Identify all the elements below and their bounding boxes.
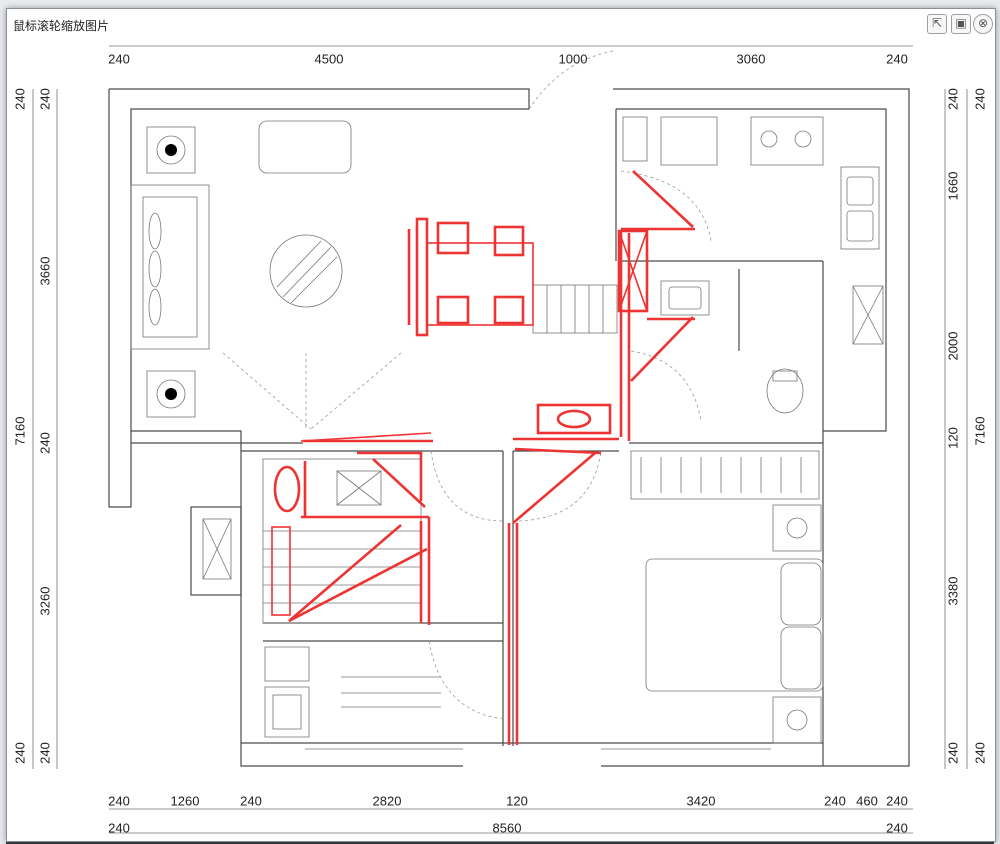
floor-plan-drawing: 240 4500 1000 3060 240 240 1260 240 2820 120 3420 2…	[12, 45, 987, 835]
dim-bottom-label: 240	[824, 793, 846, 808]
dim-bottom-label: 3420	[687, 793, 716, 808]
dim-top-label: 3060	[737, 51, 766, 66]
dim-bottom-label: 460	[856, 793, 878, 808]
popout-icon[interactable]: ⇱	[927, 14, 947, 34]
dim-right-total-label: 240	[972, 742, 987, 764]
dim-right-label: 120	[945, 427, 960, 449]
dim-bottom-label: 240	[886, 793, 908, 808]
door-swings	[222, 50, 712, 720]
dim-top-label: 4500	[315, 51, 344, 66]
close-icon[interactable]: ⊗	[973, 14, 993, 34]
dim-left-label: 3660	[37, 257, 52, 286]
dim-total-label: 240	[108, 820, 130, 835]
dim-bottom-label: 1260	[171, 793, 200, 808]
image-viewer-window: 鼠标滚轮缩放图片 ⇱ ▣ ⊗ 240 4500 1000 3060 240 240 1260…	[6, 8, 996, 842]
dim-bottom-label: 2820	[373, 793, 402, 808]
dim-top-label: 240	[108, 51, 130, 66]
background-right-edge	[994, 10, 1000, 844]
window-title: 鼠标滚轮缩放图片	[13, 19, 110, 33]
dim-bottom-label: 120	[506, 793, 528, 808]
furniture	[130, 116, 880, 744]
dim-left-label: 240	[37, 742, 52, 764]
dim-left-total-label: 240	[12, 742, 27, 764]
dim-right-label: 3380	[945, 577, 960, 606]
background-left-edge	[0, 10, 6, 844]
dim-right-total-label: 7160	[972, 417, 987, 446]
title-bar: 鼠标滚轮缩放图片 ⇱ ▣ ⊗	[7, 9, 995, 37]
dimension-lines	[32, 45, 968, 834]
dim-bottom-label: 240	[108, 793, 130, 808]
dim-right-label: 2000	[945, 332, 960, 361]
dim-total-label: 8560	[493, 820, 522, 835]
dim-top-label: 240	[886, 51, 908, 66]
dim-left-label: 3260	[37, 587, 52, 616]
dim-right-total-label: 240	[972, 88, 987, 110]
restore-icon[interactable]: ▣	[951, 14, 971, 34]
dim-left-total-label: 7160	[12, 417, 27, 446]
dim-right-label: 1660	[945, 172, 960, 201]
dim-total-label: 240	[886, 820, 908, 835]
dim-left-label: 240	[37, 88, 52, 110]
red-annotations	[271, 170, 695, 745]
dim-right-label: 240	[945, 742, 960, 764]
dim-top-label: 1000	[559, 51, 588, 66]
dim-left-total-label: 240	[12, 88, 27, 110]
dim-right-label: 240	[945, 88, 960, 110]
dimension-labels: 240 4500 1000 3060 240 240 1260 240 2820 120 3420 2…	[12, 51, 987, 835]
dim-left-label: 240	[37, 432, 52, 454]
dim-bottom-label: 240	[240, 793, 262, 808]
